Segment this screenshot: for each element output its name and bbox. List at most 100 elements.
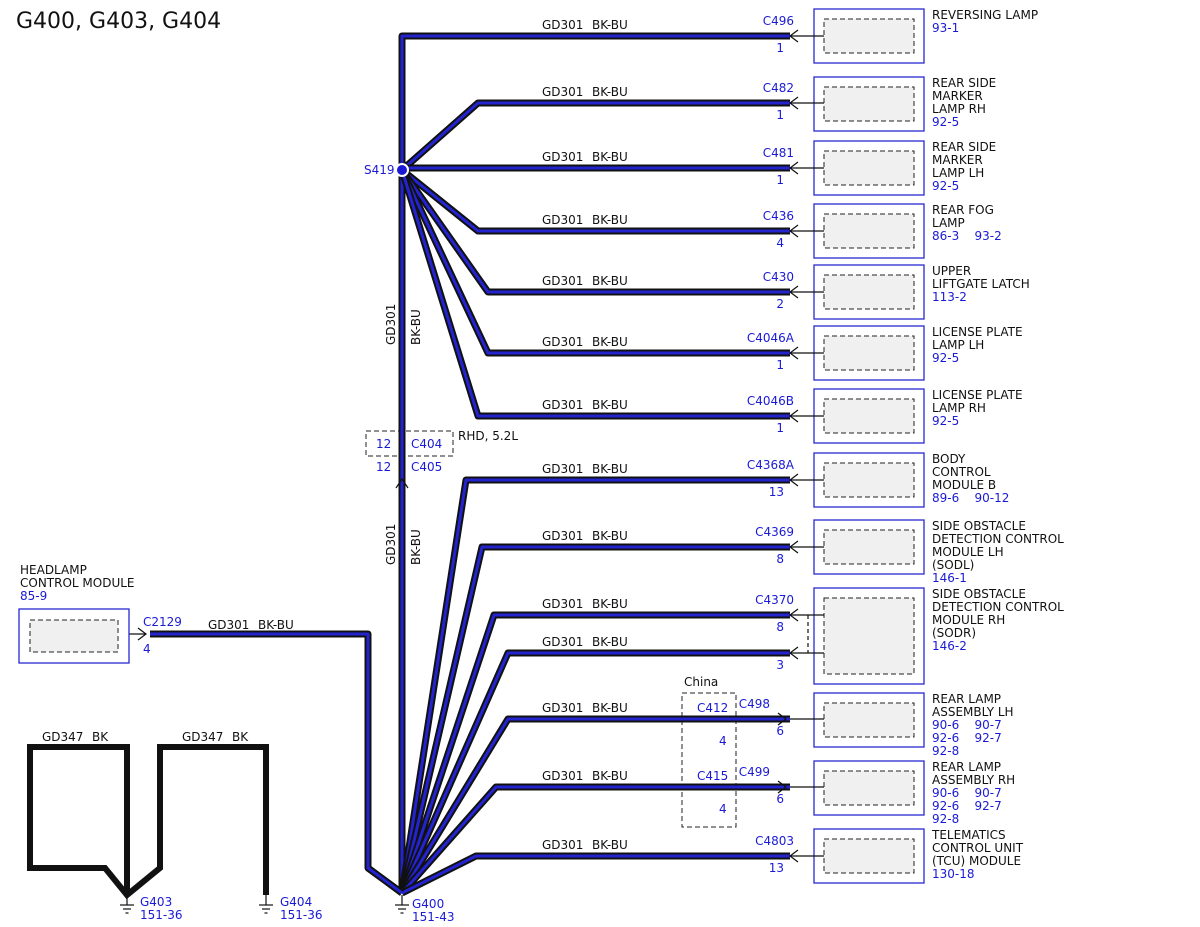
- component-name-line: SIDE OBSTACLE: [932, 587, 1026, 601]
- wire-trunk-upper: [400, 34, 790, 480]
- pin-number: 8: [776, 620, 784, 634]
- connector-label: C499: [739, 765, 770, 779]
- pin-number: 6: [776, 792, 784, 806]
- component-name-line: REAR FOG: [932, 203, 994, 217]
- wire-color-label: BK-BU: [592, 335, 628, 349]
- component-ref-line: 146-1: [932, 571, 967, 585]
- component-name-line: (SODL): [932, 558, 974, 572]
- wire-circuit-label: GD301: [542, 398, 583, 412]
- component-inner: [823, 838, 915, 874]
- wire-headlamp: [150, 632, 403, 895]
- bk-wire-2-circuit: GD347: [182, 730, 223, 744]
- ground-g404: G404 151-36: [280, 895, 323, 922]
- component-name-line: LAMP LH: [932, 338, 984, 352]
- wire-color-label: BK-BU: [592, 529, 628, 543]
- wire-color-label: BK-BU: [592, 838, 628, 852]
- component-name-line: ASSEMBLY LH: [932, 705, 1014, 719]
- component-name-line: REAR LAMP: [932, 760, 1001, 774]
- wire-color-label: BK-BU: [592, 213, 628, 227]
- wire-circuit-label: GD301: [542, 529, 583, 543]
- trunk-lower-color: BK-BU: [409, 529, 423, 565]
- wire-color-label: BK-BU: [592, 398, 628, 412]
- bk-wire-1-color: BK: [92, 730, 109, 744]
- ground-g403-icon: [120, 895, 134, 914]
- wire-color-label: BK-BU: [592, 597, 628, 611]
- pin-number: 13: [769, 861, 784, 875]
- wire-color-label: BK-BU: [592, 462, 628, 476]
- bk-wire-2-color: BK: [232, 730, 249, 744]
- component-name-line: BODY: [932, 452, 966, 466]
- component-name-line: LAMP LH: [932, 166, 984, 180]
- headlamp-wire-circuit: GD301: [208, 618, 249, 632]
- component-inner: [823, 86, 915, 122]
- pin-number: 8: [776, 552, 784, 566]
- component-name-line: REVERSING LAMP: [932, 8, 1038, 22]
- component-name-line: DETECTION CONTROL: [932, 600, 1064, 614]
- component-name-line: LICENSE PLATE: [932, 325, 1023, 339]
- component-latch: [789, 264, 925, 320]
- inline-c405-arrow-icon: [395, 477, 409, 489]
- component-name-line: CONTROL UNIT: [932, 841, 1024, 855]
- connector-label: C436: [763, 209, 794, 223]
- component-name-line: MARKER: [932, 89, 983, 103]
- ground-g403-label: G403: [140, 895, 172, 909]
- connector-label: C4046B: [747, 394, 794, 408]
- component-name-line: (SODR): [932, 626, 976, 640]
- wire-sodr: [400, 613, 790, 894]
- component-name-line: SIDE OBSTACLE: [932, 519, 1026, 533]
- component-name-line: REAR SIDE: [932, 76, 996, 90]
- ground-g400-ref: 151-43: [412, 910, 455, 924]
- component-ref-line: 92-6 92-7: [932, 799, 1002, 813]
- wire-circuit-label: GD301: [542, 635, 583, 649]
- pin-number: 3: [776, 658, 784, 672]
- connector-label: C481: [763, 146, 794, 160]
- pin-number: 1: [776, 108, 784, 122]
- pin-number: 4: [776, 236, 784, 250]
- component-rsm_rh: [789, 76, 925, 132]
- wire-circuit-label: GD301: [542, 150, 583, 164]
- ground-g404-icon: [259, 895, 273, 914]
- connector-arrow-icon: [777, 780, 787, 794]
- component-fog: [789, 203, 925, 259]
- headlamp-name-line-1: HEADLAMP: [20, 563, 87, 577]
- wire-circuit-label: GD301: [542, 274, 583, 288]
- wire-color-label: BK-BU: [592, 635, 628, 649]
- component-inner: [823, 274, 915, 310]
- component-name-line: MARKER: [932, 153, 983, 167]
- headlamp-control-module: HEADLAMP CONTROL MODULE 85-9 C2129 4 GD3…: [18, 563, 294, 664]
- component-sodr: [789, 587, 925, 685]
- pin-number: 1: [776, 173, 784, 187]
- wire-color-label: BK-BU: [592, 274, 628, 288]
- component-name-line: ASSEMBLY RH: [932, 773, 1015, 787]
- ground-g403-ref: 151-36: [140, 908, 183, 922]
- wire-circuit-label: GD301: [542, 769, 583, 783]
- headlamp-name-line-2: CONTROL MODULE: [20, 576, 135, 590]
- wire-circuit-label: GD301: [542, 335, 583, 349]
- component-ref-line: 92-5: [932, 115, 959, 129]
- component-ref-line: 146-2: [932, 639, 967, 653]
- inline-pin-number: 4: [719, 802, 727, 816]
- wire-headlamp-outline: [150, 630, 405, 896]
- component-ref-line: 92-8: [932, 744, 959, 758]
- component-name-line: MODULE RH: [932, 613, 1005, 627]
- ground-g404-ref: 151-36: [280, 908, 323, 922]
- wire-color-label: BK-BU: [592, 150, 628, 164]
- component-rev: [789, 8, 925, 64]
- wire-gd347-bk: [27, 744, 269, 900]
- wire-fog: [401, 168, 790, 233]
- wire-bcm: [400, 478, 790, 894]
- inline-bottom-conn: C405: [411, 460, 442, 474]
- component-name-line: (TCU) MODULE: [932, 854, 1021, 868]
- wire-circuit-label: GD301: [542, 838, 583, 852]
- wire-lp_rh: [400, 169, 790, 418]
- component-inner: [823, 702, 915, 738]
- component-ref-line: 92-5: [932, 414, 959, 428]
- splice-s419-dot: [395, 163, 409, 177]
- splice-label: S419: [364, 163, 395, 177]
- headlamp-pin: 4: [143, 642, 151, 656]
- component-ref-line: 92-5: [932, 351, 959, 365]
- pin-number: 1: [776, 421, 784, 435]
- inline-connector-label: C415: [697, 769, 728, 783]
- component-name-line: TELEMATICS: [931, 828, 1006, 842]
